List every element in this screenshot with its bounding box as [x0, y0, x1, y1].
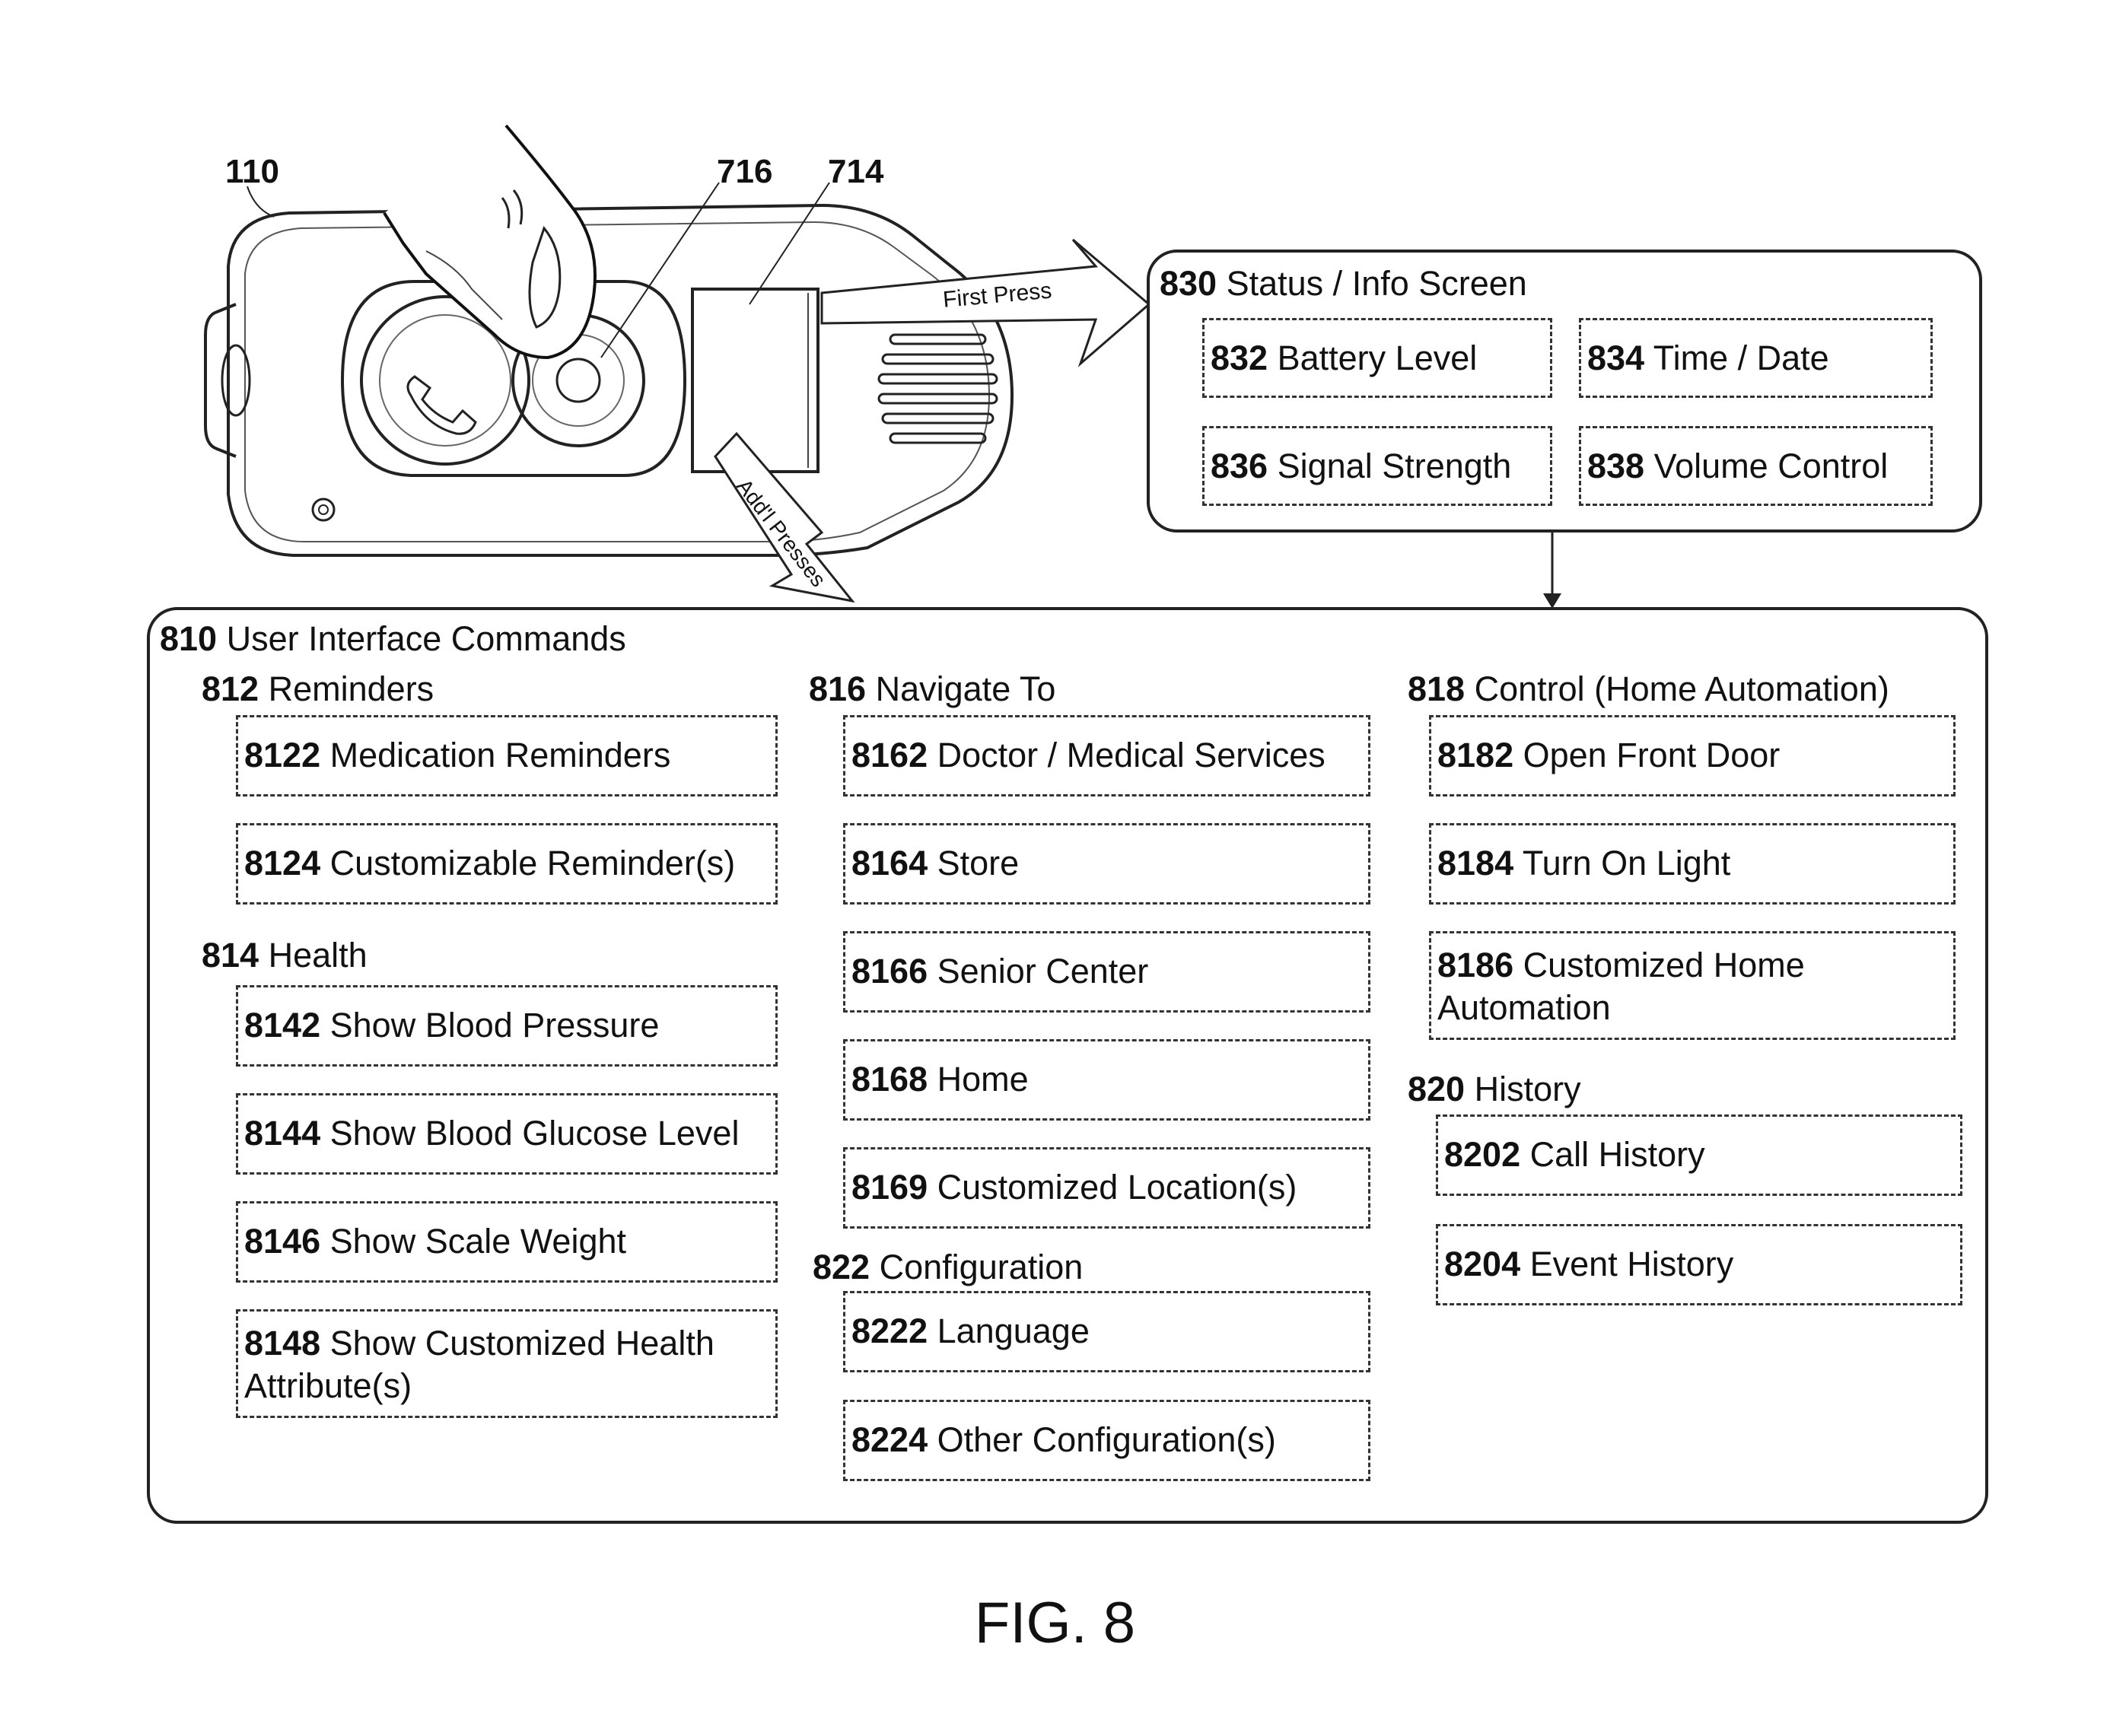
- cmd-show-blood-pressure: 8142 Show Blood Pressure: [236, 985, 778, 1067]
- group-control-title: 818 Control (Home Automation): [1408, 672, 1889, 706]
- nav-doctor-medical: 8162 Doctor / Medical Services: [843, 715, 1370, 796]
- ui-panel-title: 810 User Interface Commands: [160, 622, 626, 656]
- screw: [313, 499, 334, 520]
- nav-senior-center: 8166 Senior Center: [843, 931, 1370, 1013]
- speaker-grille: [879, 335, 997, 443]
- phone-handset-icon: [408, 377, 476, 434]
- control-customized-home-automation: 8186 Customized HomeAutomation: [1429, 931, 1956, 1040]
- nav-store: 8164 Store: [843, 823, 1370, 905]
- ref-button: 716: [717, 155, 772, 189]
- figure-label: FIG. 8: [0, 1595, 2110, 1652]
- history-call: 8202 Call History: [1436, 1114, 1962, 1196]
- status-panel-title: 830 Status / Info Screen: [1160, 266, 1527, 300]
- leader-714: [749, 183, 829, 304]
- status-volume-control: 838 Volume Control: [1579, 426, 1933, 506]
- control-open-front-door: 8182 Open Front Door: [1429, 715, 1956, 796]
- cmd-customizable-reminders: 8124 Customizable Reminder(s): [236, 823, 778, 905]
- connector-arrowhead: [1543, 593, 1561, 609]
- leader-110: [247, 186, 274, 217]
- config-language: 8222 Language: [843, 1291, 1370, 1372]
- cmd-show-blood-glucose: 8144 Show Blood Glucose Level: [236, 1093, 778, 1175]
- cmd-show-customized-health: 8148 Show Customized HealthAttribute(s): [236, 1309, 778, 1418]
- status-time-date: 834 Time / Date: [1579, 318, 1933, 398]
- history-event: 8204 Event History: [1436, 1224, 1962, 1305]
- status-battery-level: 832 Battery Level: [1202, 318, 1552, 398]
- group-navigate-title: 816 Navigate To: [809, 672, 1055, 706]
- group-configuration-title: 822 Configuration: [813, 1250, 1083, 1284]
- nav-customized-locations: 8169 Customized Location(s): [843, 1147, 1370, 1229]
- cmd-show-scale-weight: 8146 Show Scale Weight: [236, 1201, 778, 1283]
- status-signal-strength: 836 Signal Strength: [1202, 426, 1552, 506]
- group-history-title: 820 History: [1408, 1072, 1581, 1106]
- group-health-title: 814 Health: [202, 938, 368, 972]
- group-reminders-title: 812 Reminders: [202, 672, 434, 706]
- device-inner-rim: [245, 222, 989, 542]
- cmd-medication-reminders: 8122 Medication Reminders: [236, 715, 778, 796]
- finger: [384, 126, 595, 358]
- ref-screen: 714: [828, 155, 883, 189]
- control-turn-on-light: 8184 Turn On Light: [1429, 823, 1956, 905]
- display-screen: [692, 289, 818, 472]
- device-body: [228, 205, 1012, 555]
- nav-home: 8168 Home: [843, 1039, 1370, 1121]
- config-other: 8224 Other Configuration(s): [843, 1400, 1370, 1481]
- ref-device: 110: [225, 155, 279, 189]
- device-clip: [205, 304, 236, 456]
